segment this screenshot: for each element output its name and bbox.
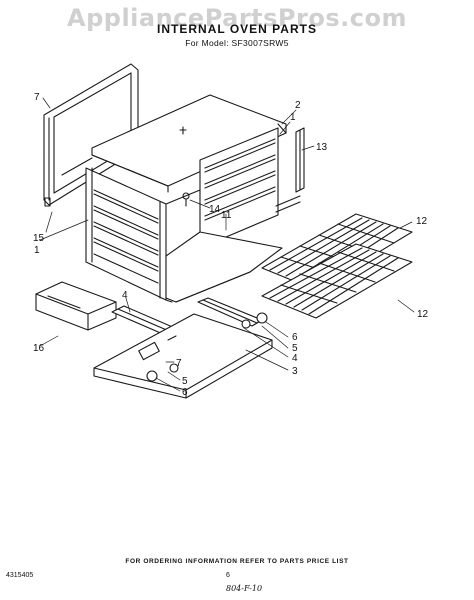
callout-12-lower-rack: 12 [417,309,429,320]
handwritten-note: 804-F-10 [226,584,263,593]
part-right-side-wall [199,127,279,249]
callout-14-screw: 14 [209,204,221,215]
callout-1-left-wall: 1 [34,245,40,256]
part-top-panel [91,94,287,193]
callout-2-top-panel: 2 [295,100,301,111]
callout-3-bottom-panel: 3 [292,366,298,377]
ordering-note: FOR ORDERING INFORMATION REFER TO PARTS … [125,558,349,565]
callout-16-vent-trim: 16 [33,343,45,354]
callout-15-hinge: 15 [33,233,45,244]
model-line: For Model: SF3007SRW5 [185,38,289,48]
part-bottom-panel [93,313,273,399]
part-nut-right [241,312,268,329]
callout-4-burner-rail-right: 4 [292,353,298,364]
part-oven-rack-lower [261,243,413,319]
part-side-bracket [275,127,305,213]
part-screw [182,192,190,207]
callout-6-nut: 6 [292,332,298,343]
callout-labels: 7 2 1 13 15 1 14 11 12 12 4 16 6 5 4 3 7… [33,92,429,398]
callout-5-spreader-lower: 5 [182,376,188,387]
callout-7-lower: 7 [176,358,182,369]
callout-4-burner-rail: 4 [122,290,128,301]
callout-5-spreader: 5 [292,343,298,354]
page-number: 6 [226,572,230,579]
watermark: AppliancePartsPros.com [67,4,407,32]
part-vent-trim [35,281,117,331]
part-left-side-wall [85,167,167,301]
part-bottom-liner [165,231,283,303]
callout-7-door-frame: 7 [34,92,40,103]
callout-11-bottom-liner: 11 [221,210,232,221]
part-nut-left [146,363,179,382]
callout-6-nut-lower: 6 [182,387,188,398]
document-part-number: 4315405 [6,572,34,579]
leader-lines [39,97,415,392]
diagram-title: INTERNAL OVEN PARTS [157,22,317,36]
callout-12-upper-rack: 12 [416,216,428,227]
callout-13-bracket: 13 [316,142,328,153]
callout-1-right-wall: 1 [290,112,296,123]
